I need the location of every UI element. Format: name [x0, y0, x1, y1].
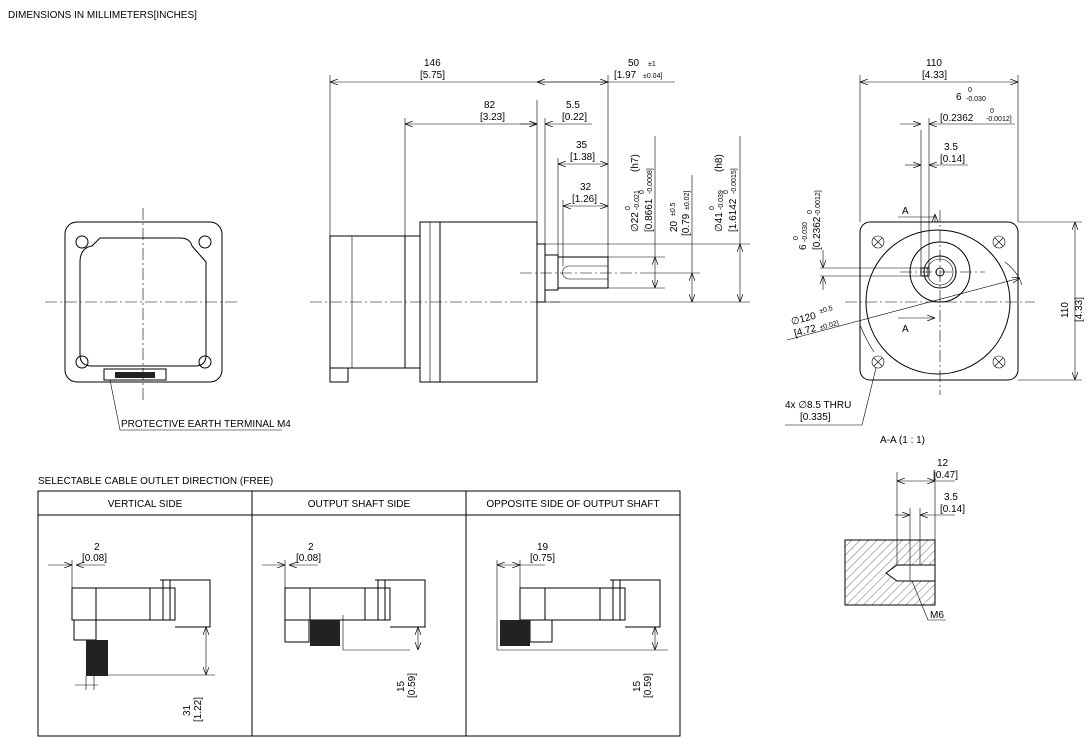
mounting-holes-label: 4x ∅8.5 THRU [785, 400, 851, 411]
cable-table-title: SELECTABLE CABLE OUTLET DIRECTION (FREE) [38, 476, 273, 487]
dim-top-in: [0.08] [82, 553, 107, 564]
dim-3-5-sec-in: [0.14] [940, 504, 965, 515]
dim-dia22-up: 0 [625, 206, 632, 210]
dim-side-in: [0.59] [407, 673, 418, 698]
cable-vertical-side: 2 [0.08] 31 [1.22] [48, 542, 215, 722]
dim-top-mm: 19 [537, 542, 549, 553]
dim-35-in: [1.38] [570, 152, 595, 163]
units-header: DIMENSIONS IN MILLIMETERS[INCHES] [8, 10, 197, 21]
dim-key-6-in-up: 0 [990, 108, 994, 115]
dim-key-h-in-up: 0 [807, 210, 814, 214]
dim-dia22-lo: -0.021 [634, 190, 641, 210]
dim-20: 20 [669, 220, 680, 232]
thread-label: M6 [930, 610, 944, 621]
dim-146-in: [5.75] [420, 70, 445, 81]
section-a-a: 12 [0.47] 3.5 [0.14] M6 [844, 458, 965, 621]
dim-key-h-lo: -0.030 [802, 222, 809, 242]
dim-12-in: [0.47] [933, 470, 958, 481]
dim-50-in: [1.97 [614, 70, 637, 81]
dim-key-6-up: 0 [968, 87, 972, 94]
dim-top-mm: 2 [308, 542, 314, 553]
dim-dia41-up: 0 [709, 206, 716, 210]
dim-3-5: 3.5 [944, 142, 958, 153]
col-header-opposite: OPPOSITE SIDE OF OUTPUT SHAFT [486, 499, 659, 510]
dim-dia41-in: [1.6142 [728, 198, 739, 232]
dim-5-5-in: [0.22] [562, 112, 587, 123]
dim-key-h-up: 0 [793, 236, 800, 240]
dim-width-110-in: [4.33] [922, 70, 947, 81]
dim-82-in: [3.23] [480, 112, 505, 123]
cable-opposite-side: 19 [0.75] 15 [0.59] [496, 542, 668, 698]
dim-dia41-in-up: 0 [723, 190, 730, 194]
section-mark-bottom: A [902, 324, 909, 335]
col-header-output: OUTPUT SHAFT SIDE [308, 499, 411, 510]
section-mark-top: A [902, 206, 909, 217]
end-view: 110 [4.33] 110 [4.33] 6 0 -0.030 [0.2362… [785, 58, 1085, 446]
dim-dia41-lo: -0.039 [718, 190, 725, 210]
cable-outlet-table: VERTICAL SIDE OUTPUT SHAFT SIDE OPPOSITE… [37, 490, 681, 737]
dim-key-h-6: 6 [798, 244, 809, 250]
dim-key-6-in-lo: -0.0012] [986, 116, 1012, 123]
dim-50: 50 [628, 58, 640, 69]
dim-20-tol: ±0.5 [670, 202, 677, 216]
dim-5-5: 5.5 [566, 100, 580, 111]
dim-side-in: [1.22] [193, 697, 204, 722]
dim-side-mm: 31 [182, 704, 193, 716]
dim-key-h-in: [0.2362 [812, 216, 823, 250]
dim-dia22: ∅22 [630, 212, 641, 232]
cable-output-shaft-side: 2 [0.08] 15 [0.59] [262, 542, 426, 698]
dim-82: 82 [484, 100, 496, 111]
dim-width-110: 110 [926, 58, 942, 69]
mounting-holes-in: [0.335] [800, 412, 831, 423]
section-title: A-A (1 : 1) [880, 435, 925, 446]
earth-terminal [103, 368, 167, 381]
pe-terminal-label: PROTECTIVE EARTH TERMINAL M4 [121, 419, 291, 430]
front-view: PROTECTIVE EARTH TERMINAL M4 [45, 208, 291, 431]
dim-height-110: 110 [1060, 302, 1071, 318]
dim-dia22-fit: (h7) [630, 154, 641, 172]
dim-side-in: [0.59] [643, 673, 654, 698]
dim-key-6-lo: -0.030 [966, 96, 986, 103]
dim-side-mm: 15 [396, 680, 407, 692]
dim-key-6-in: [0.2362 [940, 113, 974, 124]
dim-height-110-in: [4.33] [1074, 297, 1085, 322]
dim-dia41-in-lo: -0.0015] [731, 168, 738, 194]
dim-20-in: [0.79 [681, 213, 692, 236]
dim-3-5-in: [0.14] [940, 154, 965, 165]
dim-dia41-fit: (h8) [714, 154, 725, 172]
dim-dia22-in: [0.8661 [644, 198, 655, 232]
dim-dia22-in-up: 0 [639, 190, 646, 194]
dim-key-h-in-lo: -0.0012] [815, 190, 822, 216]
dim-top-in: [0.75] [530, 553, 555, 564]
dim-side-mm: 15 [632, 680, 643, 692]
dim-dia41: ∅41 [714, 212, 725, 232]
dim-key-6: 6 [956, 92, 962, 103]
dim-146: 146 [424, 58, 441, 69]
dim-dia120-tol: ±0.5 [819, 305, 834, 315]
dim-50-tol: ±1 [648, 61, 656, 68]
dim-top-in: [0.08] [296, 553, 321, 564]
dim-12: 12 [937, 458, 949, 469]
dim-35: 35 [576, 140, 588, 151]
dim-50-in-tol: ±0.04] [643, 73, 662, 80]
dim-32: 32 [580, 182, 592, 193]
dim-3-5-sec: 3.5 [944, 492, 958, 503]
dim-32-in: [1.26] [572, 194, 597, 205]
side-view: 146 [5.75] 50 ±1 [1.97 ±0.04] 82 [3.23] … [310, 58, 750, 383]
dim-dia120-in-tol: ±0.02] [819, 320, 840, 332]
col-header-vertical: VERTICAL SIDE [108, 499, 183, 510]
dim-top-mm: 2 [94, 542, 100, 553]
dim-dia22-in-lo: -0.0008] [647, 168, 654, 194]
dim-20-in-tol: ±0.02] [684, 191, 691, 210]
